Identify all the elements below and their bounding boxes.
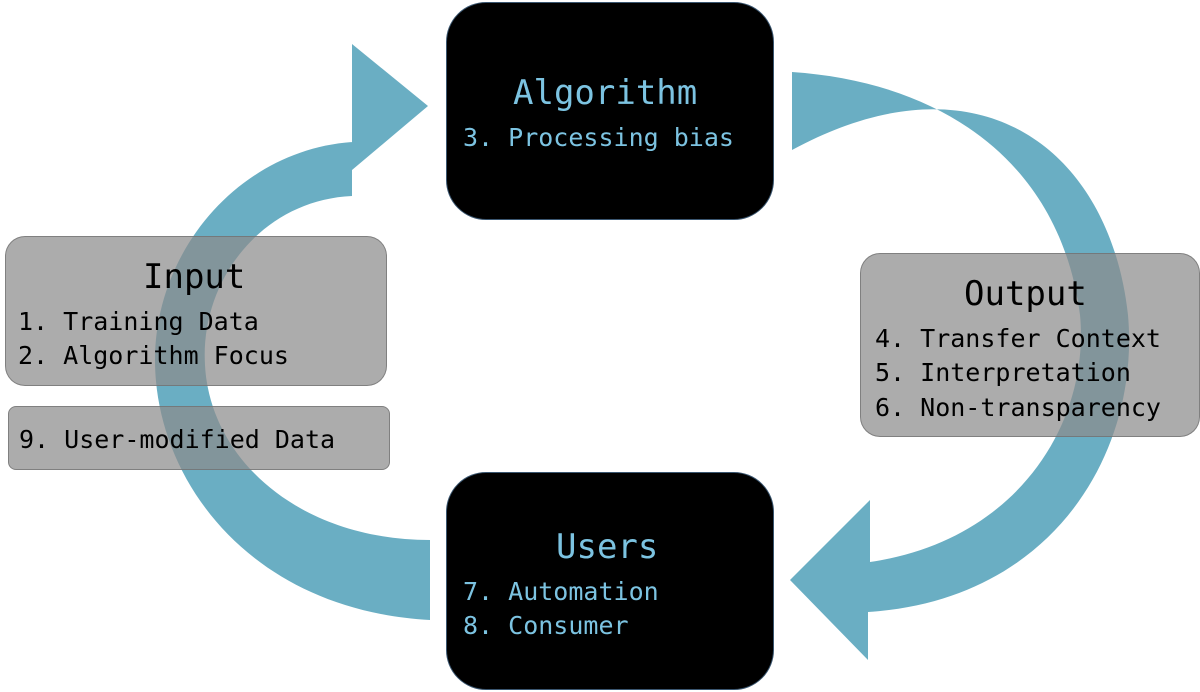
output-item-2: 5. Interpretation (875, 358, 1131, 387)
arrow-users-to-algorithm (155, 44, 430, 620)
feedback-box: 9. User-modified Data (8, 406, 390, 470)
input-item-1: 1. Training Data (18, 307, 259, 336)
users-item-2: 8. Consumer (463, 611, 629, 640)
users-box: Users 7. Automation 8. Consumer (446, 472, 774, 690)
algorithm-item: 3. Processing bias (463, 123, 734, 152)
input-item-2: 2. Algorithm Focus (18, 341, 289, 370)
users-title: Users (556, 527, 659, 567)
output-title: Output (964, 274, 1087, 314)
feedback-item: 9. User-modified Data (19, 425, 336, 454)
algorithm-title: Algorithm (513, 73, 698, 113)
arrow-algorithm-to-users (790, 72, 1130, 660)
input-box: Input 1. Training Data 2. Algorithm Focu… (5, 236, 387, 386)
output-box: Output 4. Transfer Context 5. Interpreta… (860, 253, 1200, 437)
output-item-3: 6. Non-transparency (875, 393, 1161, 422)
input-title: Input (143, 257, 246, 297)
users-item-1: 7. Automation (463, 577, 659, 606)
output-item-1: 4. Transfer Context (875, 324, 1161, 353)
algorithm-box: Algorithm 3. Processing bias (446, 2, 774, 220)
